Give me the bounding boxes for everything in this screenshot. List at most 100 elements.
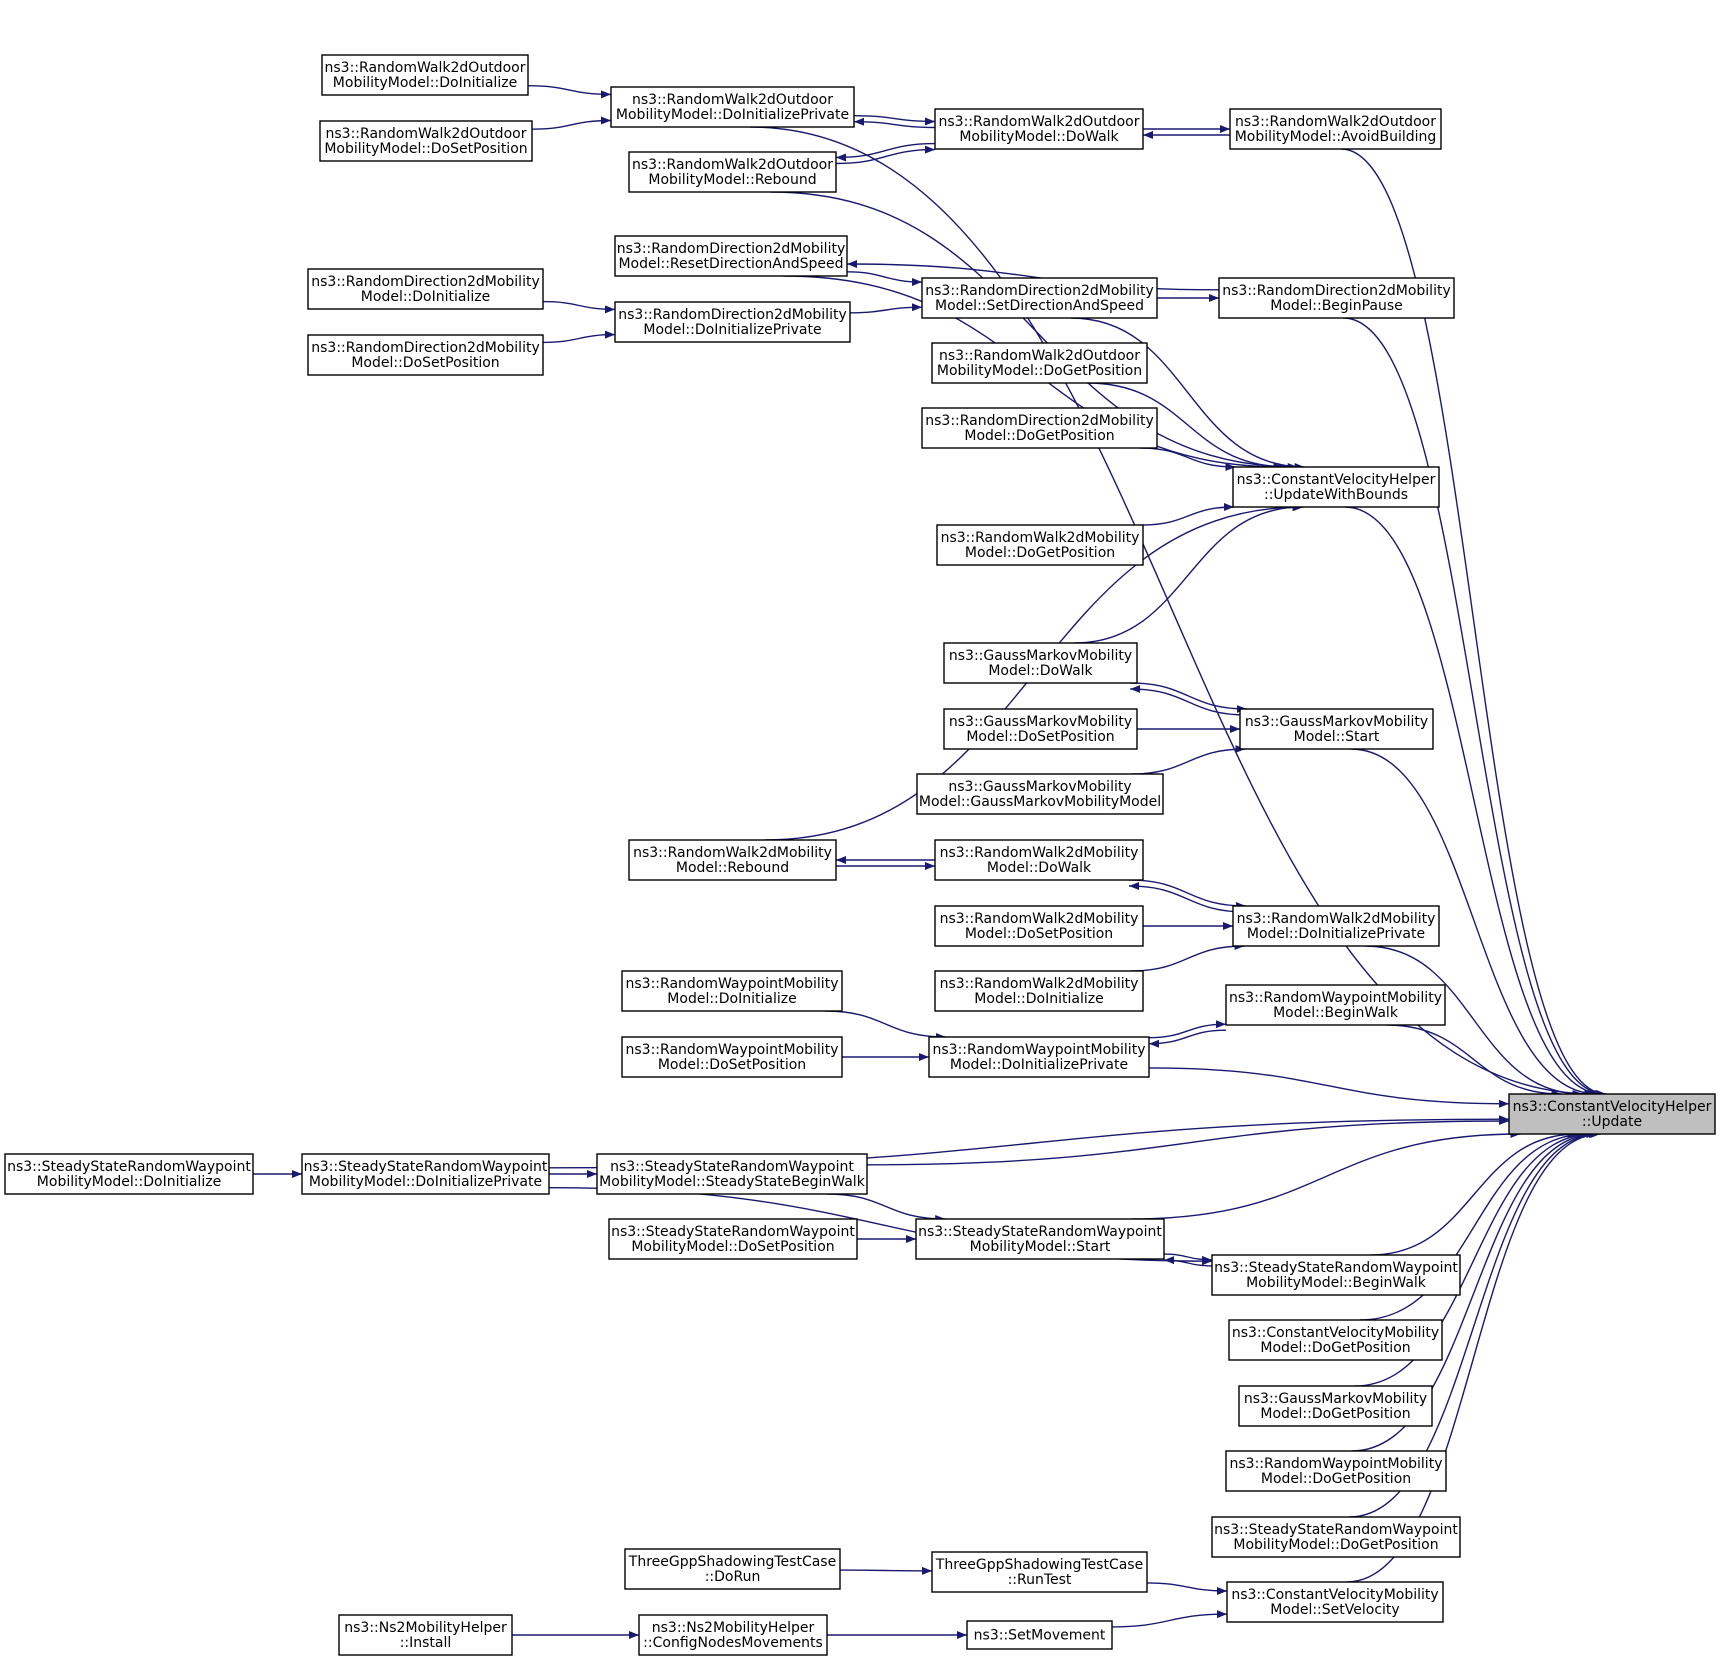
edge-arrow [849, 303, 923, 314]
node-rd2-beginpause[interactable]: ns3::RandomDirection2dMobilityModel::Beg… [1218, 277, 1455, 319]
node-root[interactable]: ns3::ConstantVelocityHelper::Update [1508, 1093, 1716, 1135]
edge-arrow [826, 1193, 946, 1223]
node-rd2-reset[interactable]: ns3::RandomDirection2dMobilityModel::Res… [614, 235, 848, 277]
node-box [1508, 1093, 1716, 1135]
edge-rw2-dogetpos-to-cvh-bounds [1142, 503, 1234, 526]
node-ss-dogetpos[interactable]: ns3::SteadyStateRandomWaypointMobilityMo… [1211, 1516, 1461, 1558]
node-ss-dosetpos[interactable]: ns3::SteadyStateRandomWaypointMobilityMo… [608, 1218, 858, 1260]
edge-gm-ctor-to-gm-start [1131, 745, 1246, 775]
node-label-line: ns3::RandomDirection2dMobility [925, 283, 1153, 299]
node-ss-doinit[interactable]: ns3::SteadyStateRandomWaypointMobilityMo… [4, 1153, 254, 1195]
node-label-line: MobilityModel::DoGetPosition [1233, 1537, 1438, 1553]
node-label-line: MobilityModel::Start [970, 1239, 1111, 1255]
node-ns2-config[interactable]: ns3::Ns2MobilityHelper::ConfigNodesMovem… [638, 1614, 828, 1656]
node-label-line: ns3::RandomDirection2dMobility [617, 241, 845, 257]
node-box [934, 839, 1144, 881]
node-label-line: ns3::RandomWalk2dOutdoor [325, 60, 526, 76]
node-gm-dowalk[interactable]: ns3::GaussMarkovMobilityModel::DoWalk [943, 642, 1138, 684]
edge-gm-start-to-root [1350, 748, 1598, 1098]
node-rwp-dogetpos[interactable]: ns3::RandomWaypointMobilityModel::DoGetP… [1225, 1450, 1447, 1492]
node-setmovement[interactable]: ns3::SetMovement [966, 1620, 1113, 1650]
node-box [307, 334, 544, 376]
node-cvm-dogetpos[interactable]: ns3::ConstantVelocityMobilityModel::DoGe… [1228, 1319, 1443, 1361]
edge-rw2o-doinitpriv-to-root [749, 126, 1595, 1098]
node-rw2-dosetpos[interactable]: ns3::RandomWalk2dMobilityModel::DoSetPos… [934, 905, 1144, 947]
edge-arrow [846, 271, 923, 286]
node-ss-doinitpriv[interactable]: ns3::SteadyStateRandomWaypointMobilityMo… [301, 1153, 550, 1195]
edge-rw2o-rebound-to-cvh-bounds [770, 191, 1298, 471]
edge-arrow [749, 126, 1595, 1098]
node-tg-runtest[interactable]: ThreeGppShadowingTestCase::RunTest [931, 1551, 1148, 1593]
node-label-line: ns3::RandomWaypointMobility [1229, 990, 1442, 1006]
node-rw2o-avoid[interactable]: ns3::RandomWalk2dOutdoorMobilityModel::A… [1229, 108, 1442, 150]
node-box [943, 708, 1138, 750]
node-label-line: ns3::GaussMarkovMobility [1245, 714, 1428, 730]
node-ss-start[interactable]: ns3::SteadyStateRandomWaypointMobilityMo… [915, 1218, 1165, 1260]
node-rw2-doinitpriv[interactable]: ns3::RandomWalk2dMobilityModel::DoInitia… [1232, 905, 1440, 947]
node-box [1238, 1385, 1433, 1427]
node-label-line: ns3::RandomWalk2dMobility [940, 845, 1139, 861]
node-gm-dosetpos[interactable]: ns3::GaussMarkovMobilityModel::DoSetPosi… [943, 708, 1138, 750]
edge-arrow [1130, 685, 1247, 716]
node-rw2-dogetpos[interactable]: ns3::RandomWalk2dMobilityModel::DoGetPos… [936, 524, 1144, 566]
node-label-line: ns3::RandomWalk2dMobility [940, 911, 1139, 927]
node-label-line: ThreeGppShadowingTestCase [935, 1557, 1143, 1573]
node-label-line: ns3::RandomWaypointMobility [1230, 1456, 1443, 1472]
node-rwp-beginwalk[interactable]: ns3::RandomWaypointMobilityModel::BeginW… [1225, 984, 1446, 1026]
node-rwp-doinit[interactable]: ns3::RandomWaypointMobilityModel::DoInit… [621, 970, 843, 1012]
node-box [1232, 905, 1440, 947]
node-gm-ctor[interactable]: ns3::GaussMarkovMobilityModel::GaussMark… [916, 773, 1164, 815]
node-box [638, 1614, 828, 1656]
node-label-line: ThreeGppShadowingTestCase [628, 1554, 836, 1570]
node-gm-start[interactable]: ns3::GaussMarkovMobilityModel::Start [1239, 708, 1434, 750]
node-box [628, 839, 837, 881]
node-ss-steadybegin[interactable]: ns3::SteadyStateRandomWaypointMobilityMo… [596, 1153, 868, 1195]
edge-rwp-doinitpriv-to-rwp-beginwalk [1148, 1020, 1227, 1039]
node-label-line: MobilityModel::BeginWalk [1246, 1275, 1427, 1291]
edge-arrow [1087, 382, 1289, 471]
node-rw2o-dogetpos[interactable]: ns3::RandomWalk2dOutdoorMobilityModel::D… [931, 342, 1148, 384]
node-label-line: ns3::RandomWaypointMobility [933, 1042, 1146, 1058]
node-ns2-install[interactable]: ns3::Ns2MobilityHelper::Install [338, 1614, 513, 1656]
node-label-line: Model::DoSetPosition [965, 926, 1113, 942]
node-label-line: MobilityModel::DoInitialize [37, 1174, 221, 1190]
edge-arrow [866, 1117, 1510, 1166]
node-rwp-dosetpos[interactable]: ns3::RandomWaypointMobilityModel::DoSetP… [621, 1036, 843, 1078]
node-rw2o-dosetpos[interactable]: ns3::RandomWalk2dOutdoorMobilityModel::D… [319, 120, 533, 162]
edge-rd2-beginpause-to-root [1343, 317, 1606, 1098]
node-ss-beginwalk[interactable]: ns3::SteadyStateRandomWaypointMobilityMo… [1211, 1254, 1461, 1296]
node-cvm-setvel[interactable]: ns3::ConstantVelocityMobilityModel::SetV… [1226, 1581, 1444, 1623]
edge-arrow [1111, 1610, 1228, 1628]
edge-rw2o-dowalk-to-rw2o-rebound [835, 142, 936, 162]
node-label-line: Model::SetVelocity [1270, 1602, 1399, 1618]
node-rw2o-doinitpriv[interactable]: ns3::RandomWalk2dOutdoorMobilityModel::D… [610, 86, 855, 128]
node-cvh-bounds[interactable]: ns3::ConstantVelocityHelper::UpdateWithB… [1232, 466, 1440, 508]
node-rd2-doinit[interactable]: ns3::RandomDirection2dMobilityModel::DoI… [307, 268, 544, 310]
edge-arrow [1148, 1029, 1227, 1048]
edge-arrow [1130, 942, 1245, 972]
edge-rw2o-rebound-to-rw2o-dowalk [835, 145, 936, 165]
node-label-line: Model::Rebound [676, 860, 789, 876]
node-label-line: ::DoRun [705, 1569, 761, 1585]
node-label-line: ns3::GaussMarkovMobility [948, 779, 1131, 795]
node-box [934, 108, 1144, 150]
node-rw2o-rebound[interactable]: ns3::RandomWalk2dOutdoorMobilityModel::R… [628, 151, 837, 193]
node-rd2-doinitpriv[interactable]: ns3::RandomDirection2dMobilityModel::DoI… [614, 301, 851, 343]
node-rd2-dogetpos[interactable]: ns3::RandomDirection2dMobilityModel::DoG… [921, 407, 1158, 449]
node-label-line: ns3::SteadyStateRandomWaypoint [1214, 1260, 1458, 1276]
node-gm-dogetpos[interactable]: ns3::GaussMarkovMobilityModel::DoGetPosi… [1238, 1385, 1433, 1427]
node-tg-dorun[interactable]: ThreeGppShadowingTestCase::DoRun [624, 1548, 841, 1590]
node-rd2-setdir[interactable]: ns3::RandomDirection2dMobilityModel::Set… [921, 277, 1158, 319]
edge-arrow [1146, 1582, 1228, 1595]
node-rw2o-doinit[interactable]: ns3::RandomWalk2dOutdoorMobilityModel::D… [321, 54, 529, 96]
node-label-line: Model::DoGetPosition [1260, 1406, 1410, 1422]
node-rwp-doinitpriv[interactable]: ns3::RandomWaypointMobilityModel::DoInit… [928, 1036, 1150, 1078]
edge-arrow [1130, 682, 1247, 713]
node-box [931, 1551, 1148, 1593]
node-rd2-dosetpos[interactable]: ns3::RandomDirection2dMobilityModel::DoS… [307, 334, 544, 376]
node-rw2o-dowalk[interactable]: ns3::RandomWalk2dOutdoorMobilityModel::D… [934, 108, 1144, 150]
node-rw2-doinit[interactable]: ns3::RandomWalk2dMobilityModel::DoInitia… [934, 970, 1144, 1012]
